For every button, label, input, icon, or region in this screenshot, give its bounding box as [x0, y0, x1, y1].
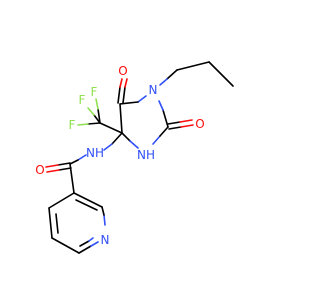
bond [117, 86, 121, 104]
fluorine-top-label: F [91, 85, 98, 99]
bond [79, 240, 90, 247]
bond [90, 241, 99, 247]
bond [48, 192, 75, 209]
bond [93, 114, 101, 124]
molecule-structure: O O O N NH NH N F F F [35, 61, 234, 254]
bond [103, 143, 113, 151]
bond [45, 164, 59, 168]
bond [78, 245, 92, 254]
oxygen-amide-label: O [35, 163, 44, 177]
atom-labels: O O O N NH NH N F F F [35, 64, 204, 247]
bond [162, 109, 169, 128]
bond [87, 107, 95, 116]
nitrogen-amide-nh-label: NH [86, 146, 104, 160]
bond [77, 123, 89, 126]
fluorine-left-label: F [69, 118, 76, 132]
bond [55, 213, 59, 234]
bond [176, 61, 210, 71]
bonds [45, 61, 234, 254]
bond [75, 199, 98, 211]
bond [119, 78, 123, 88]
bond [46, 169, 60, 173]
bond [69, 159, 79, 165]
bond [87, 122, 101, 125]
bond [122, 86, 126, 104]
bond [119, 103, 123, 134]
bond [124, 78, 128, 88]
oxygen-upper-label: O [118, 64, 127, 78]
bond [152, 135, 161, 145]
bond [99, 122, 123, 134]
bond [129, 140, 139, 149]
bond [166, 69, 178, 80]
bond [159, 126, 169, 137]
fluorine-mid-label: F [79, 93, 86, 107]
bond [179, 119, 193, 123]
bond [58, 167, 72, 171]
bond [69, 163, 75, 194]
bond [103, 214, 106, 226]
bond [168, 126, 182, 130]
nitrogen-ring-nh-label: NH [137, 148, 155, 162]
bond [137, 95, 147, 103]
bond [73, 192, 103, 208]
bond [95, 98, 99, 110]
bond [180, 124, 194, 128]
bond [51, 237, 80, 254]
bond [111, 132, 123, 145]
bond [77, 154, 87, 161]
bond [101, 206, 105, 216]
nitrogen-butyl-label: N [149, 83, 158, 97]
bond [88, 237, 94, 242]
bond [121, 132, 131, 142]
bond [97, 108, 101, 124]
bond [159, 78, 168, 86]
bond [57, 162, 71, 166]
bond [48, 207, 53, 239]
oxygen-right-label: O [195, 117, 204, 131]
bond [208, 61, 234, 87]
bond [158, 100, 164, 111]
nitrogen-pyridine-label: N [101, 233, 110, 247]
bond [167, 121, 181, 125]
